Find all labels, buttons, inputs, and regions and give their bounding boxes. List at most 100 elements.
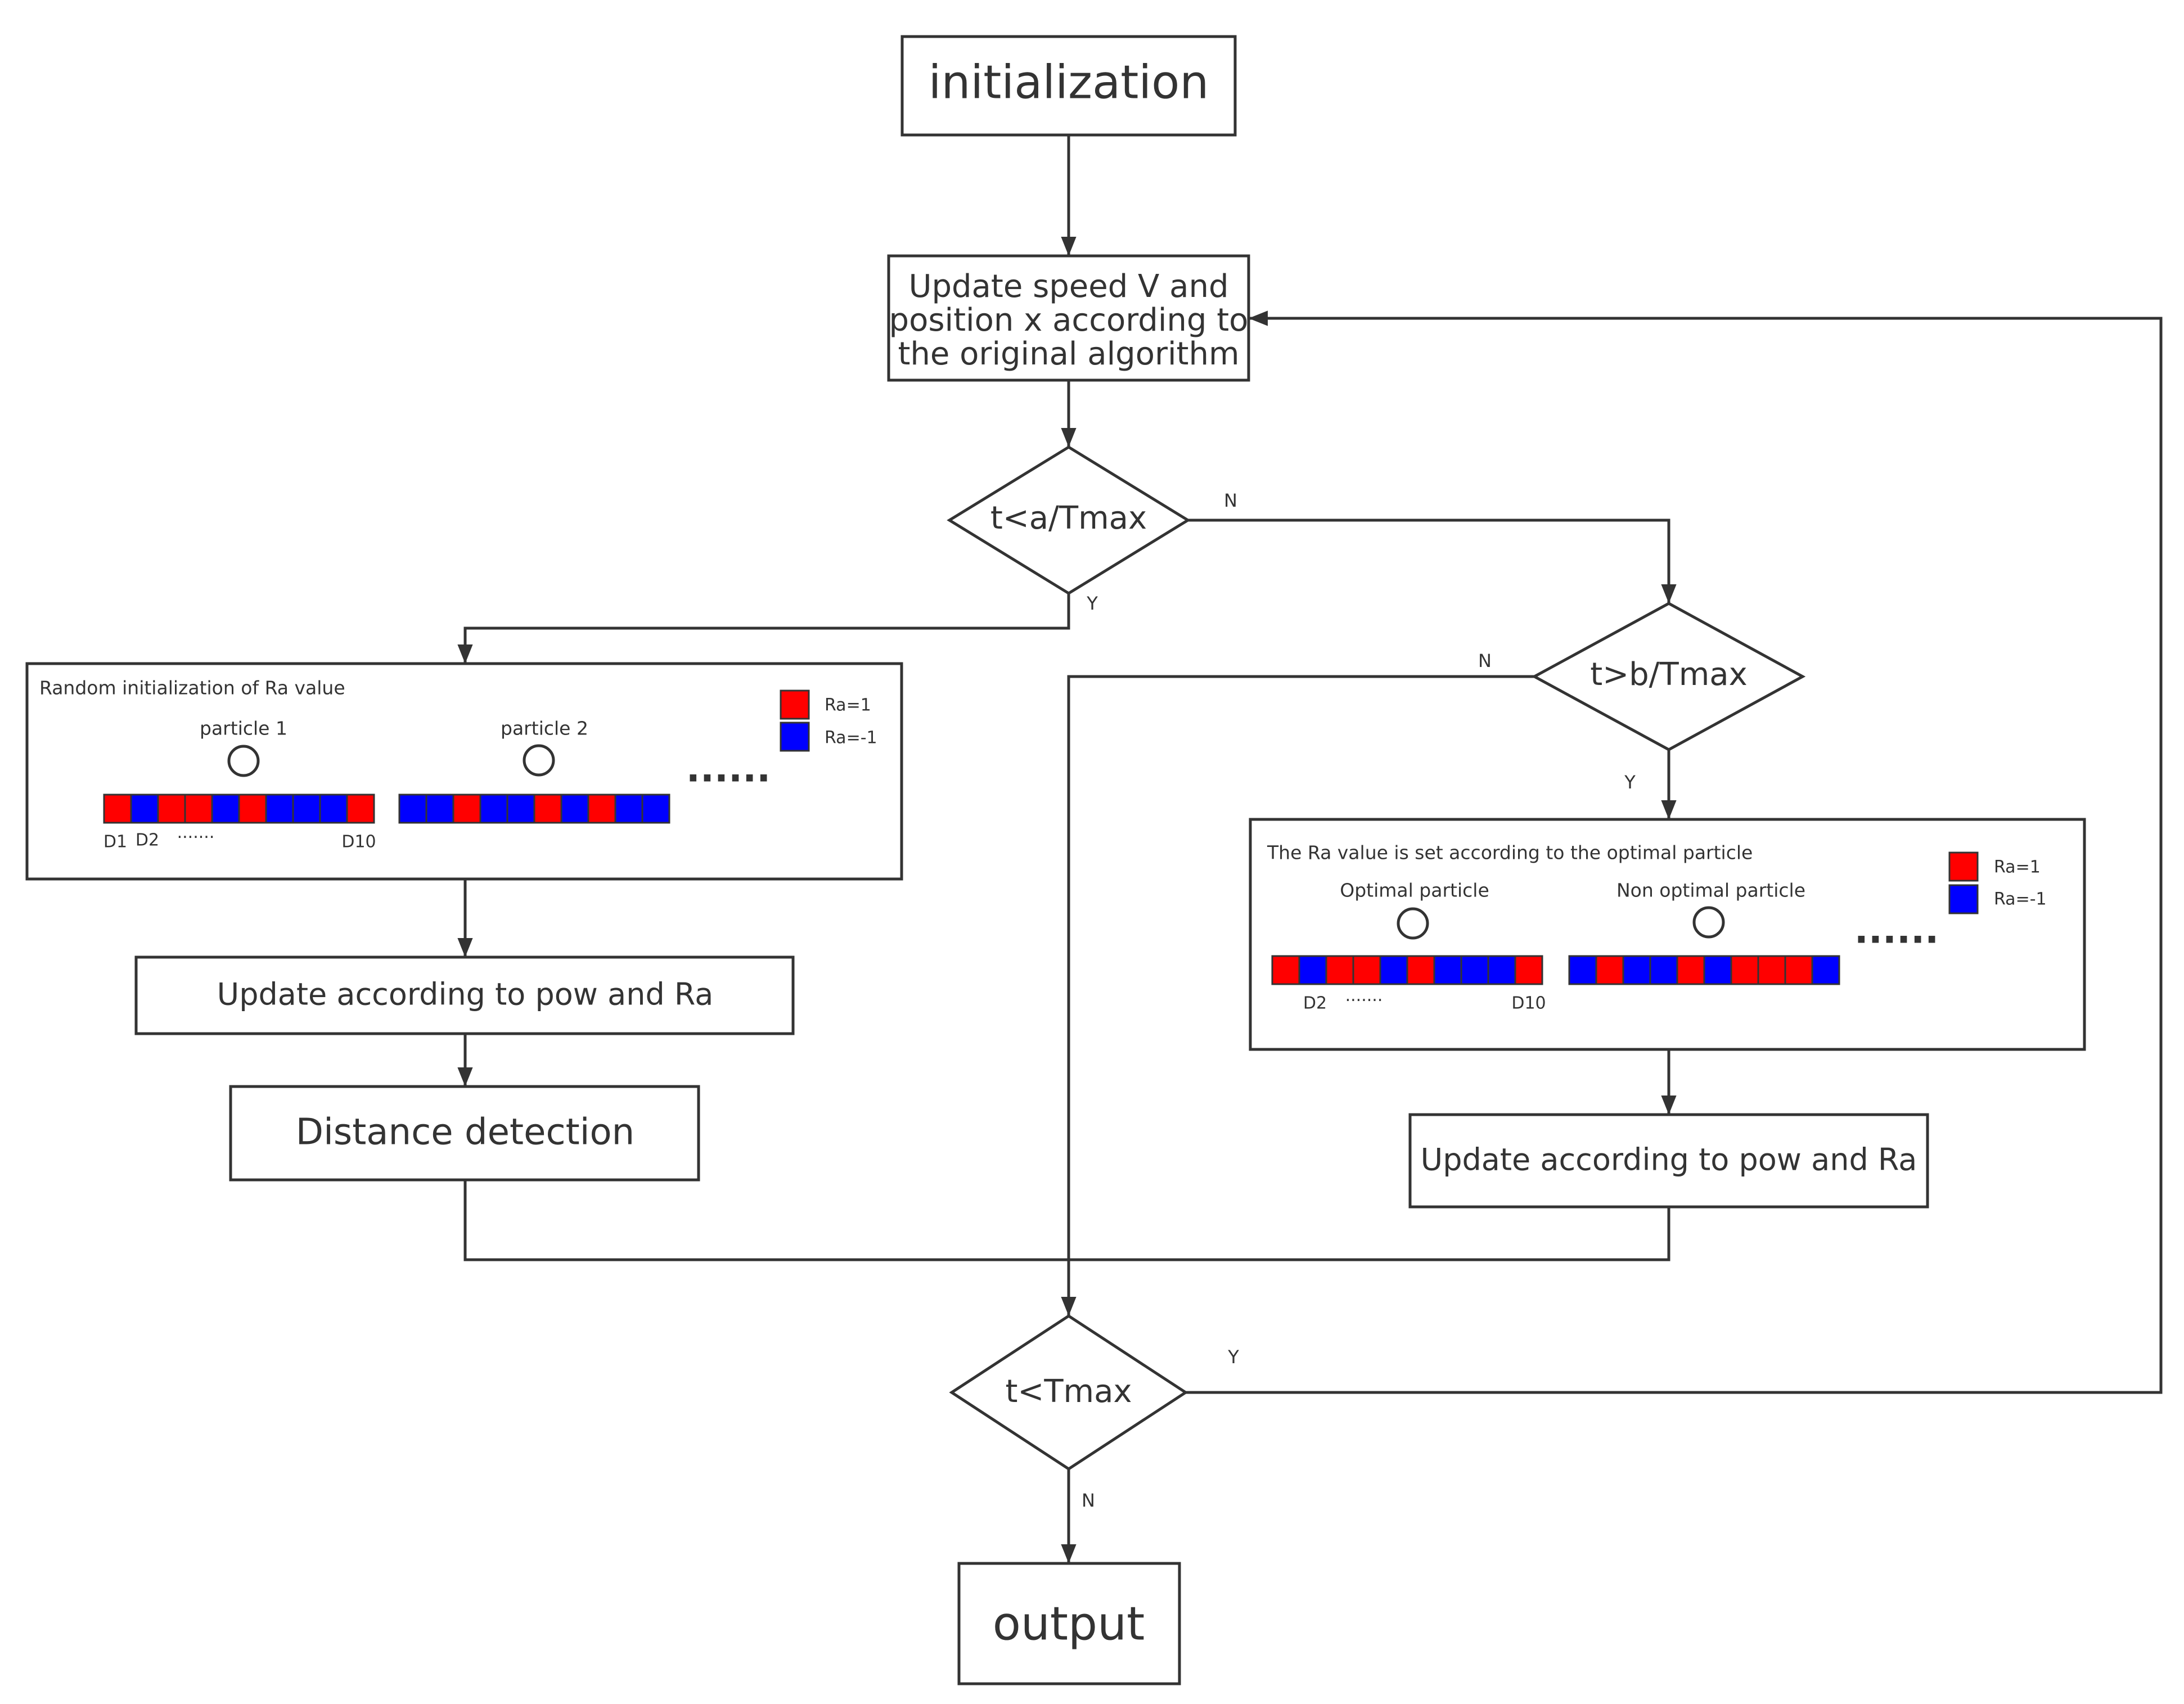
ra-cell-positive bbox=[1676, 955, 1705, 985]
ra-cell-negative bbox=[479, 794, 508, 824]
legend-label-ra-neg-1: Ra=-1 bbox=[825, 728, 877, 748]
right-legend-swatch-ra-neg-1 bbox=[1948, 884, 1979, 914]
connectors bbox=[457, 135, 2163, 1563]
node-distance-detection: Distance detection bbox=[229, 1085, 700, 1182]
update-speed-line-3: the original algorithm bbox=[898, 336, 1239, 372]
label-cond-a-no: N bbox=[1224, 490, 1237, 511]
right-panel-title: The Ra value is set according to the opt… bbox=[1267, 842, 1753, 864]
panel-random-initialization: Random initialization of Ra value partic… bbox=[25, 662, 903, 881]
right-dim-label-dots: ······· bbox=[1345, 991, 1383, 1011]
ra-cell-negative bbox=[292, 794, 321, 824]
decision-t-less-a-tmax: t<a/Tmax bbox=[947, 445, 1191, 595]
label-cond-t-yes: Y bbox=[1227, 1346, 1239, 1368]
ra-cell-negative bbox=[1649, 955, 1678, 985]
legend-swatch-ra-neg-1 bbox=[780, 722, 810, 752]
dim-label-d1: D1 bbox=[103, 832, 127, 852]
ra-cell-positive bbox=[1514, 955, 1543, 985]
ra-cell-negative bbox=[1379, 955, 1408, 985]
edge-distance-to-merge bbox=[463, 1180, 1670, 1261]
non-optimal-particle-cells bbox=[1568, 955, 1840, 985]
ra-cell-negative bbox=[1298, 955, 1327, 985]
particle-2-cells bbox=[398, 794, 670, 824]
particle-2-label: particle 2 bbox=[501, 718, 588, 740]
ra-cell-positive bbox=[184, 794, 213, 824]
edge-cond-a-no bbox=[1188, 519, 1677, 603]
ra-cell-negative bbox=[398, 794, 427, 824]
label-cond-a-yes: Y bbox=[1086, 593, 1098, 614]
ra-cell-negative bbox=[1568, 955, 1597, 985]
ra-cell-positive bbox=[1325, 955, 1354, 985]
ra-cell-positive bbox=[103, 794, 132, 824]
right-legend-label-ra-neg-1: Ra=-1 bbox=[1994, 890, 2047, 909]
right-ellipsis: ······ bbox=[1854, 918, 1939, 961]
legend-swatch-ra-1 bbox=[780, 689, 810, 720]
legend-label-ra-1: Ra=1 bbox=[825, 696, 871, 715]
edge-cond-a-yes bbox=[457, 593, 1070, 664]
particle-2-circle bbox=[523, 744, 555, 777]
label-cond-b-no: N bbox=[1478, 650, 1492, 671]
update-pow-left-label: Update according to pow and Ra bbox=[217, 977, 714, 1012]
ra-cell-positive bbox=[1271, 955, 1300, 985]
update-speed-line-2: position x according to bbox=[889, 302, 1249, 339]
decision-t-less-tmax: t<Tmax bbox=[949, 1314, 1188, 1471]
right-legend-label-ra-1: Ra=1 bbox=[1994, 858, 2041, 877]
node-update-speed-position: Update speed V and position x according … bbox=[887, 254, 1250, 382]
node-output: output bbox=[957, 1562, 1181, 1685]
ra-cell-positive bbox=[1784, 955, 1813, 985]
non-optimal-particle-circle bbox=[1692, 906, 1725, 939]
ra-cell-negative bbox=[319, 794, 348, 824]
node-initialization: initialization bbox=[900, 35, 1237, 137]
cond-a-label: t<a/Tmax bbox=[990, 500, 1147, 537]
optimal-particle-circle bbox=[1397, 907, 1429, 940]
left-ellipsis: ······ bbox=[686, 756, 771, 800]
particle-1-circle bbox=[227, 745, 260, 777]
dim-label-d2: D2 bbox=[136, 831, 159, 850]
ra-cell-positive bbox=[157, 794, 186, 824]
right-dim-label-d2: D2 bbox=[1303, 994, 1327, 1013]
ra-cell-positive bbox=[238, 794, 267, 824]
dim-label-dots: ······· bbox=[177, 828, 215, 848]
cond-t-label: t<Tmax bbox=[1005, 1373, 1132, 1410]
label-cond-b-yes: Y bbox=[1624, 772, 1636, 793]
ra-cell-positive bbox=[587, 794, 616, 824]
ra-cell-positive bbox=[1730, 955, 1759, 985]
right-dim-label-d10: D10 bbox=[1511, 994, 1546, 1013]
edge-cond-t-yes-loop bbox=[1186, 310, 2163, 1394]
dim-label-d10: D10 bbox=[341, 832, 376, 852]
edge-labels: N Y N Y Y N bbox=[1082, 490, 1636, 1511]
ra-cell-negative bbox=[1703, 955, 1732, 985]
node-update-pow-ra-right: Update according to pow and Ra bbox=[1408, 1113, 1929, 1209]
label-cond-t-no: N bbox=[1082, 1490, 1095, 1511]
distance-detection-label: Distance detection bbox=[296, 1112, 634, 1153]
particle-1-cells bbox=[103, 794, 375, 824]
right-legend-swatch-ra-1 bbox=[1948, 851, 1979, 882]
ra-cell-positive bbox=[452, 794, 481, 824]
ra-cell-negative bbox=[614, 794, 643, 824]
ra-cell-positive bbox=[533, 794, 562, 824]
ra-cell-negative bbox=[265, 794, 294, 824]
ra-cell-positive bbox=[1352, 955, 1381, 985]
ra-cell-negative bbox=[1487, 955, 1516, 985]
cond-b-label: t>b/Tmax bbox=[1590, 656, 1748, 693]
ra-cell-positive bbox=[1595, 955, 1624, 985]
optimal-particle-label: Optimal particle bbox=[1340, 880, 1489, 901]
ra-cell-negative bbox=[211, 794, 240, 824]
ra-cell-positive bbox=[1757, 955, 1786, 985]
ra-cell-negative bbox=[130, 794, 159, 824]
ra-cell-negative bbox=[425, 794, 454, 824]
ra-cell-positive bbox=[1406, 955, 1435, 985]
ra-cell-negative bbox=[1622, 955, 1651, 985]
update-speed-line-1: Update speed V and bbox=[908, 268, 1228, 305]
node-update-pow-ra-left: Update according to pow and Ra bbox=[134, 955, 795, 1035]
ra-cell-negative bbox=[1460, 955, 1489, 985]
ra-cell-negative bbox=[641, 794, 670, 824]
left-panel-title: Random initialization of Ra value bbox=[39, 677, 345, 699]
update-pow-right-label: Update according to pow and Ra bbox=[1421, 1142, 1917, 1178]
ra-cell-negative bbox=[1811, 955, 1840, 985]
ra-cell-negative bbox=[506, 794, 535, 824]
panel-optimal-particle: The Ra value is set according to the opt… bbox=[1249, 818, 2086, 1051]
decision-t-greater-b-tmax: t>b/Tmax bbox=[1531, 602, 1806, 751]
ra-cell-negative bbox=[560, 794, 589, 824]
initialization-label: initialization bbox=[929, 56, 1209, 109]
